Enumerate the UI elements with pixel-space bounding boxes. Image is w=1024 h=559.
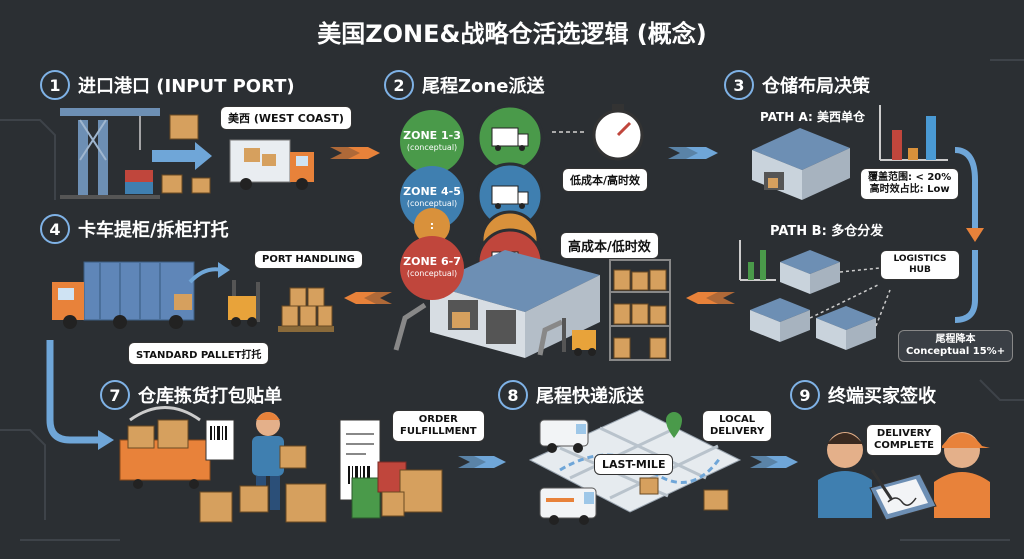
courier-icon	[934, 432, 990, 518]
step-4-label: 卡车提柜/拆柜打托	[78, 220, 229, 241]
path-b-warehouse-icons	[750, 250, 891, 350]
local-line: LOCAL	[719, 414, 756, 425]
step-number-8: 8	[498, 380, 528, 410]
arrow-3-to-4	[686, 292, 735, 304]
robot-arm-icon	[393, 302, 564, 356]
port-cargo-box-icon	[161, 114, 211, 194]
conveyor-robot-icon	[119, 406, 211, 489]
step-number-9: 9	[790, 380, 820, 410]
arrow-1-to-2	[330, 147, 380, 159]
path-a-timeliness: 高时效占比: Low	[869, 184, 950, 195]
path-a-title: PATH A: 美西单仓	[760, 110, 865, 124]
zone-1-3-sub: (conceptual)	[406, 143, 458, 152]
zone-1-3-badge: ZONE 1-3 (conceptual)	[400, 110, 464, 174]
circuit-decoration	[0, 59, 1024, 541]
delivery-complete-line2: COMPLETE	[874, 440, 934, 451]
step-number-2: 2	[384, 70, 414, 100]
order-line: ORDER	[418, 414, 458, 425]
step-8-heading: 8 尾程快递派送	[498, 380, 644, 410]
standard-pallet-bubble: STANDARD PALLET打托	[128, 342, 270, 365]
pallet-boxes-icon	[278, 287, 334, 332]
delivery-line: DELIVERY	[710, 426, 765, 437]
fulfillment-boxes-icon	[351, 461, 443, 519]
arrow-8-to-9	[750, 456, 798, 468]
delivery-complete-line1: DELIVERY	[876, 428, 932, 439]
high-cost-note: 高成本/低时效	[560, 232, 659, 259]
step-number-7: 7	[100, 380, 130, 410]
path-b-title: PATH B: 多仓分发	[770, 224, 884, 239]
path-a-note: 覆盖范围: < 20% 高时效占比: Low	[860, 168, 960, 200]
arrow-path-a-to-b	[954, 147, 984, 242]
logistics-hub-label: LOGISTICS HUB	[880, 250, 960, 280]
step-3-label: 仓储布局决策	[762, 76, 870, 97]
zone-ellipsis: :	[429, 219, 435, 232]
path-a-bar-chart-icon	[879, 105, 948, 161]
west-coast-bubble: 美西 (WEST COAST)	[220, 106, 352, 130]
zone-6-7-badge: ZONE 6-7 (conceptual)	[400, 236, 464, 300]
step-7-heading: 7 仓库拣货打包贴单	[100, 380, 282, 410]
local-delivery-bubble: LOCAL DELIVERY	[702, 410, 773, 442]
port-handling-bubble: PORT HANDLING	[254, 250, 363, 269]
path-a-coverage: 覆盖范围: < 20%	[868, 172, 952, 183]
path-b-note: 尾程降本 Conceptual 15%+	[898, 330, 1014, 362]
step-3-heading: 3 仓储布局决策	[724, 70, 870, 100]
zone-1-3-name: ZONE 1-3	[403, 129, 461, 142]
step-7-label: 仓库拣货打包贴单	[138, 386, 282, 407]
arrow-warehouse-to-4	[344, 292, 392, 304]
step-number-1: 1	[40, 70, 70, 100]
warehouse-shelf-icon	[609, 259, 671, 361]
port-crane-icon	[60, 108, 160, 199]
step-1-label: 进口港口 (INPUT PORT)	[78, 76, 295, 97]
central-warehouse-icon	[430, 250, 600, 358]
picking-boxes-icon	[199, 483, 327, 523]
stopwatch-icon	[552, 104, 644, 161]
step-number-4: 4	[40, 214, 70, 244]
arrow-2-to-3	[668, 147, 718, 159]
path-a-warehouse-icon	[752, 128, 850, 200]
step-1-heading: 1 进口港口 (INPUT PORT)	[40, 70, 295, 100]
zone-6-7-sub: (conceptual)	[406, 269, 458, 278]
step-4-heading: 4 卡车提柜/拆柜打托	[40, 214, 229, 244]
zone-6-7-name: ZONE 6-7	[403, 255, 461, 268]
step-number-3: 3	[724, 70, 754, 100]
arrow-hub-curve	[954, 250, 978, 323]
last-mile-label: LAST-MILE	[594, 454, 674, 475]
port-arrow	[152, 142, 212, 170]
shipping-label-icon	[205, 419, 235, 461]
path-b-conceptual: Conceptual 15%+	[906, 346, 1006, 357]
path-b-chart-icon	[739, 240, 776, 281]
delivery-van-icon	[539, 419, 597, 525]
port-truck-icon	[229, 139, 314, 190]
zone-4-5-name: ZONE 4-5	[403, 185, 461, 198]
zone-4-5-sub: (conceptual)	[406, 199, 458, 208]
arrow-7-to-8	[458, 456, 506, 468]
warehouse-forklift-icon	[562, 318, 596, 356]
low-cost-note: 低成本/高时效	[562, 168, 649, 192]
step-9-label: 终端买家签收	[828, 386, 936, 407]
order-fulfillment-bubble: ORDER FULFILLMENT	[392, 410, 485, 442]
forklift-icon	[228, 280, 260, 327]
unload-arrow-icon	[188, 262, 230, 284]
step-8-label: 尾程快递派送	[536, 386, 644, 407]
buyer-icon	[818, 432, 872, 518]
path-b-saving: 尾程降本	[935, 334, 976, 345]
step-9-heading: 9 终端买家签收	[790, 380, 936, 410]
step-2-heading: 2 尾程Zone派送	[384, 70, 544, 100]
arrow-4-to-7	[46, 340, 114, 450]
step-2-label: 尾程Zone派送	[422, 76, 545, 97]
tablet-signature-icon	[869, 469, 937, 521]
container-truck-icon	[52, 261, 195, 329]
page-title: 美国ZONE&战略仓活选逻辑 (概念)	[317, 20, 707, 48]
delivery-complete-bubble: DELIVERY COMPLETE	[866, 424, 942, 456]
fulfillment-line: FULFILLMENT	[400, 426, 477, 437]
zone-truck-icons	[476, 104, 544, 296]
